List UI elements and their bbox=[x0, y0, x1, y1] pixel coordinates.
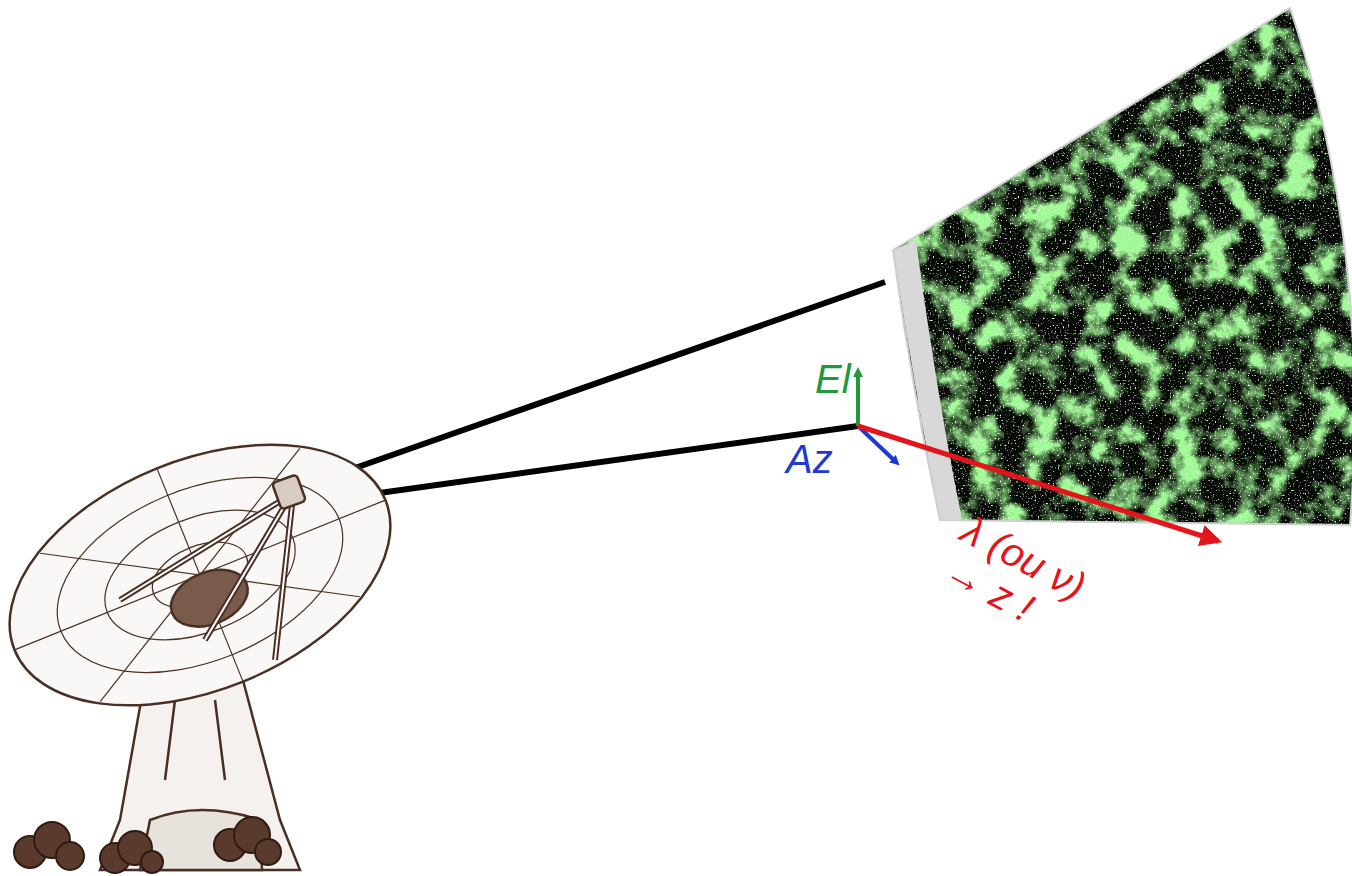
wedge-outline bbox=[893, 8, 1352, 525]
axis-label: Az bbox=[786, 438, 833, 480]
beam-line bbox=[315, 426, 858, 502]
cosmic-web bbox=[880, 0, 1352, 540]
axis-label: El bbox=[815, 358, 851, 400]
bushes bbox=[14, 817, 281, 873]
z-axis bbox=[858, 426, 1218, 541]
el-axis bbox=[856, 372, 860, 426]
radio-telescope bbox=[0, 393, 429, 870]
beam-line bbox=[298, 282, 885, 488]
